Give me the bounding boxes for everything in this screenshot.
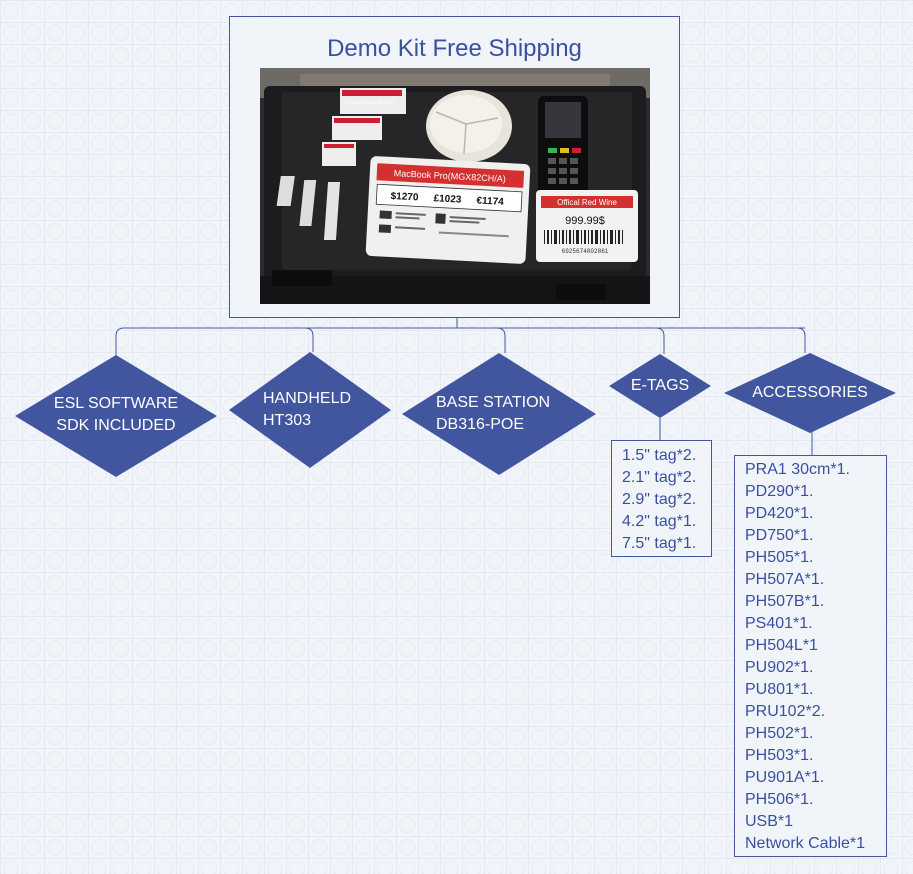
list-item: PH505*1. <box>745 549 814 566</box>
accessories-list: PRA1 30cm*1. PD290*1. PD420*1. PD750*1. … <box>734 455 887 857</box>
list-item: PRA1 30cm*1. <box>745 461 850 478</box>
list-item: 7.5" tag*1. <box>622 535 697 552</box>
handheld-diamond <box>229 352 391 468</box>
list-item: 4.2" tag*1. <box>622 513 697 530</box>
list-item: PH507B*1. <box>745 593 825 610</box>
medium-esl-tag-4-2: Offical Red Wine 999.99$ 6925674002861 <box>536 190 638 262</box>
base-station-label: BASE STATION DB316-POE <box>436 394 551 433</box>
list-item: PD420*1. <box>745 505 814 522</box>
list-item: PS401*1. <box>745 615 813 632</box>
etags-diamond <box>609 354 711 418</box>
list-item: PD290*1. <box>745 483 814 500</box>
list-item: PU902*1. <box>745 659 814 676</box>
handheld-label: HANDHELD HT303 <box>263 390 352 429</box>
handheld-device <box>538 96 588 206</box>
list-item: PH504L*1 <box>745 637 818 654</box>
wine-price: 999.99$ <box>565 215 605 227</box>
small-esl-tag-2 <box>332 116 382 140</box>
list-item: USB*1 <box>745 813 794 830</box>
small-esl-tag-3 <box>322 142 356 166</box>
list-item: 2.9" tag*2. <box>622 491 697 508</box>
accessories-label: ACCESSORIES <box>752 384 868 401</box>
list-item: PRU102*2. <box>745 703 826 720</box>
etags-label: E-TAGS <box>630 377 690 394</box>
price-usd: $1270 <box>390 191 419 203</box>
list-item: PH503*1. <box>745 747 814 764</box>
barcode-number: 6925674002861 <box>562 248 609 255</box>
list-item: Network Cable*1 <box>745 835 866 852</box>
demo-kit-photo: MacBook Pro(MGX82CH/A) $1270 £1023 €1174… <box>260 68 650 304</box>
price-gbp: £1023 <box>433 193 462 205</box>
list-item: PD750*1. <box>745 527 814 544</box>
base-station-diamond <box>402 353 596 475</box>
accessories-diamond <box>724 353 896 433</box>
esl-software-diamond <box>15 355 217 477</box>
bus-line <box>115 327 806 356</box>
small-esl-tag-1 <box>340 88 406 114</box>
page-title: Demo Kit Free Shipping <box>327 35 582 62</box>
list-item: 1.5" tag*2. <box>622 447 697 464</box>
list-item: 2.1" tag*2. <box>622 469 697 486</box>
list-item: PH502*1. <box>745 725 814 742</box>
price-eur: €1174 <box>476 195 504 207</box>
large-esl-tag-7-5: MacBook Pro(MGX82CH/A) $1270 £1023 €1174 <box>365 156 531 264</box>
etags-list: 1.5" tag*2. 2.1" tag*2. 2.9" tag*2. 4.2"… <box>611 440 712 557</box>
list-item: PH506*1. <box>745 791 814 808</box>
list-item: PU801*1. <box>745 681 814 698</box>
list-item: PH507A*1. <box>745 571 825 588</box>
wine-header-text: Offical Red Wine <box>557 198 617 207</box>
esl-software-label: ESL SOFTWARE SDK INCLUDED <box>53 395 179 434</box>
list-item: PU901A*1. <box>745 769 825 786</box>
